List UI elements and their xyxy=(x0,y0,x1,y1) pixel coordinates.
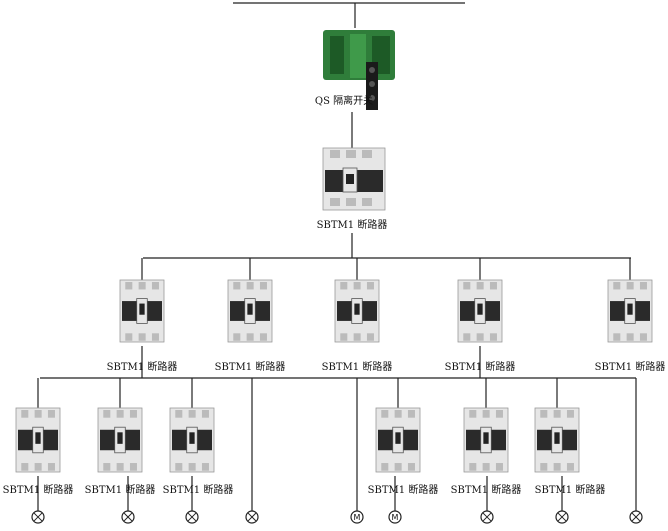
sub-breaker-label-4: SBTM1 断路器 xyxy=(368,483,439,496)
sub-breakers-group xyxy=(15,346,636,473)
sub-breaker-label-6: SBTM1 断路器 xyxy=(535,483,606,496)
main-breaker xyxy=(322,147,386,211)
branch-breaker-5 xyxy=(607,279,653,343)
lamp-7 xyxy=(480,510,494,524)
lamp-9 xyxy=(629,510,643,524)
isolator-switch xyxy=(323,30,395,110)
sub-breaker-label-1: SBTM1 断路器 xyxy=(3,483,74,496)
branch-breaker-2 xyxy=(227,279,273,343)
sub-breaker-label-2: SBTM1 断路器 xyxy=(85,483,156,496)
motor-5-symbol: M xyxy=(354,513,361,522)
main-breaker-label: SBTM1 断路器 xyxy=(317,218,388,231)
lamp-4 xyxy=(245,510,259,524)
lamp-2 xyxy=(121,510,135,524)
branch-breaker-label-1: SBTM1 断路器 xyxy=(107,360,178,373)
branch-breaker-label-2: SBTM1 断路器 xyxy=(215,360,286,373)
branch-breaker-label-4: SBTM1 断路器 xyxy=(445,360,516,373)
branch-breaker-4 xyxy=(457,279,503,343)
branch-breaker-label-5: SBTM1 断路器 xyxy=(595,360,666,373)
branch-breaker-3 xyxy=(334,279,380,343)
branch-breakers-group xyxy=(119,258,653,343)
branch-breaker-1 xyxy=(119,279,165,343)
lamp-8 xyxy=(555,510,569,524)
motor-6-symbol: M xyxy=(392,513,399,522)
sub-breaker-label-3: SBTM1 断路器 xyxy=(163,483,234,496)
sub-breaker-1 xyxy=(15,407,61,473)
isolator-label: QS 隔离开关 xyxy=(315,94,373,107)
motor-5: M xyxy=(350,510,364,524)
sub-breaker-5 xyxy=(463,407,509,473)
sub-breaker-6 xyxy=(534,407,580,473)
sub-breaker-3 xyxy=(169,407,215,473)
branch-breaker-label-3: SBTM1 断路器 xyxy=(322,360,393,373)
sub-breaker-2 xyxy=(97,407,143,473)
lamp-1 xyxy=(31,510,45,524)
sub-breaker-4 xyxy=(375,407,421,473)
sub-breaker-label-5: SBTM1 断路器 xyxy=(451,483,522,496)
motor-6: M xyxy=(388,510,402,524)
lamp-3 xyxy=(185,510,199,524)
